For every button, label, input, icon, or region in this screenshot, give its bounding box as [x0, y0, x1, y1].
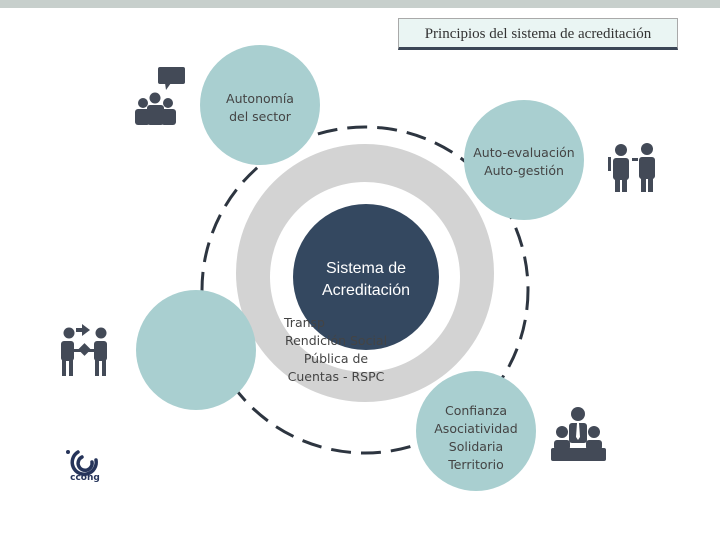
label-line: Auto-evaluación	[473, 145, 575, 160]
label-line: Asociatividad	[434, 421, 518, 436]
label-line: Territorio	[448, 457, 504, 472]
label-rspc: Transp Rendición Social Pública de Cuent…	[266, 314, 406, 386]
center-title-line: Acreditación	[321, 282, 411, 299]
label-autoevaluacion: Auto-evaluación Auto-gestión	[464, 144, 584, 180]
discussion-group-icon	[135, 67, 185, 125]
ccong-logo	[66, 450, 98, 476]
label-line: Auto-gestión	[484, 163, 564, 178]
principle-circle-rspc	[136, 290, 256, 410]
principle-circle-autonomia	[200, 45, 320, 165]
label-line: Rendición Social	[284, 333, 388, 348]
label-confianza: Confianza Asociatividad Solidaria Territ…	[416, 402, 536, 474]
exchange-handshake-icon	[61, 324, 107, 376]
center-title: Sistema de Acreditación	[296, 258, 436, 302]
center-title-line: Sistema de	[325, 260, 407, 277]
label-line: del sector	[229, 109, 291, 124]
principle-circle-autoevaluacion	[464, 100, 584, 220]
label-line: Transp	[284, 315, 325, 330]
logo-text: ccong	[70, 473, 100, 483]
dashed-orbit	[200, 125, 530, 455]
center-disk	[293, 204, 439, 350]
meeting-leader-icon	[551, 407, 606, 461]
label-line: Confianza	[445, 403, 507, 418]
label-autonomia: Autonomía del sector	[205, 90, 315, 126]
label-line: Autonomía	[226, 91, 294, 106]
label-line: Pública de	[303, 351, 369, 366]
label-line: Solidaria	[448, 439, 504, 454]
label-line: Cuentas - RSPC	[287, 369, 385, 384]
team-leaders-icon	[608, 143, 655, 192]
top-bar	[0, 0, 720, 8]
page-title: Principios del sistema de acreditación	[398, 18, 678, 50]
principle-circle-confianza	[416, 371, 536, 491]
